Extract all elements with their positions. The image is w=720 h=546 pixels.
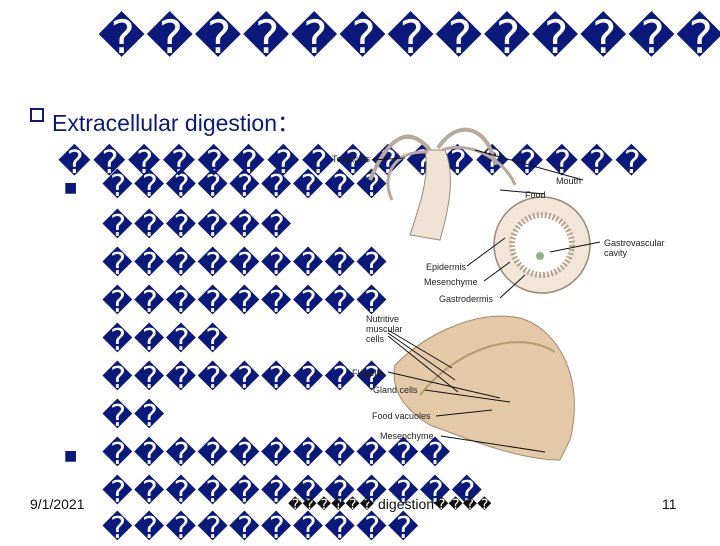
cross-section-inner	[509, 212, 575, 278]
tentacle	[441, 145, 517, 186]
label-gastrodermis: Gastrodermis	[439, 294, 494, 304]
page-number: 11	[662, 496, 677, 512]
label-tentacles: Tentacles	[332, 154, 371, 164]
bullet1-line: ����	[102, 323, 230, 358]
tentacle	[386, 150, 429, 201]
label-nutritive-muscular-cells: Nutritive muscular cells	[366, 314, 403, 344]
tentacle	[368, 134, 432, 181]
tissue-section	[393, 315, 575, 461]
label-food: Food	[525, 190, 546, 200]
footer-center: ������ digestion����	[288, 496, 492, 512]
label-mesenchyme: Mesenchyme	[424, 277, 478, 287]
bullet1-line: ��	[102, 399, 166, 434]
bullet2-line: ������������	[102, 475, 484, 510]
slide-title: �������������	[98, 10, 720, 64]
subheading: Extracellular digestion：	[52, 110, 301, 136]
label-flagella: Flagella	[352, 368, 384, 378]
label-mouth: Mouth	[556, 176, 582, 186]
intro-line: �����������������	[58, 143, 650, 181]
bullet1-line: ���������	[102, 169, 388, 204]
footer-date: 9/1/2021	[30, 496, 85, 512]
square-bullet-icon: ■	[64, 448, 78, 464]
bullet2-line: �����������	[102, 437, 452, 472]
label-food-vacuoles: Food vacuoles	[372, 411, 431, 421]
label-gastrovascular-cavity: Gastrovascular cavity	[604, 238, 665, 258]
tissue-layer	[419, 341, 556, 396]
food-particle	[536, 252, 544, 260]
square-bullet-icon: ■	[64, 180, 78, 196]
label-mesenchyme-2: Mesenchyme	[380, 431, 434, 441]
bullet2-line: ����������	[102, 511, 420, 546]
label-gland-cells: Gland cells	[373, 385, 418, 395]
bullet1-line: ���������	[102, 247, 388, 282]
label-epidermis: Epidermis	[426, 262, 467, 272]
bullet1-line: ���������	[102, 285, 388, 320]
hydra-body	[409, 149, 451, 241]
checkbox-bullet-icon	[30, 108, 44, 122]
bullet1-line: ���������	[102, 361, 388, 396]
bullet1-line: ������	[102, 209, 293, 244]
